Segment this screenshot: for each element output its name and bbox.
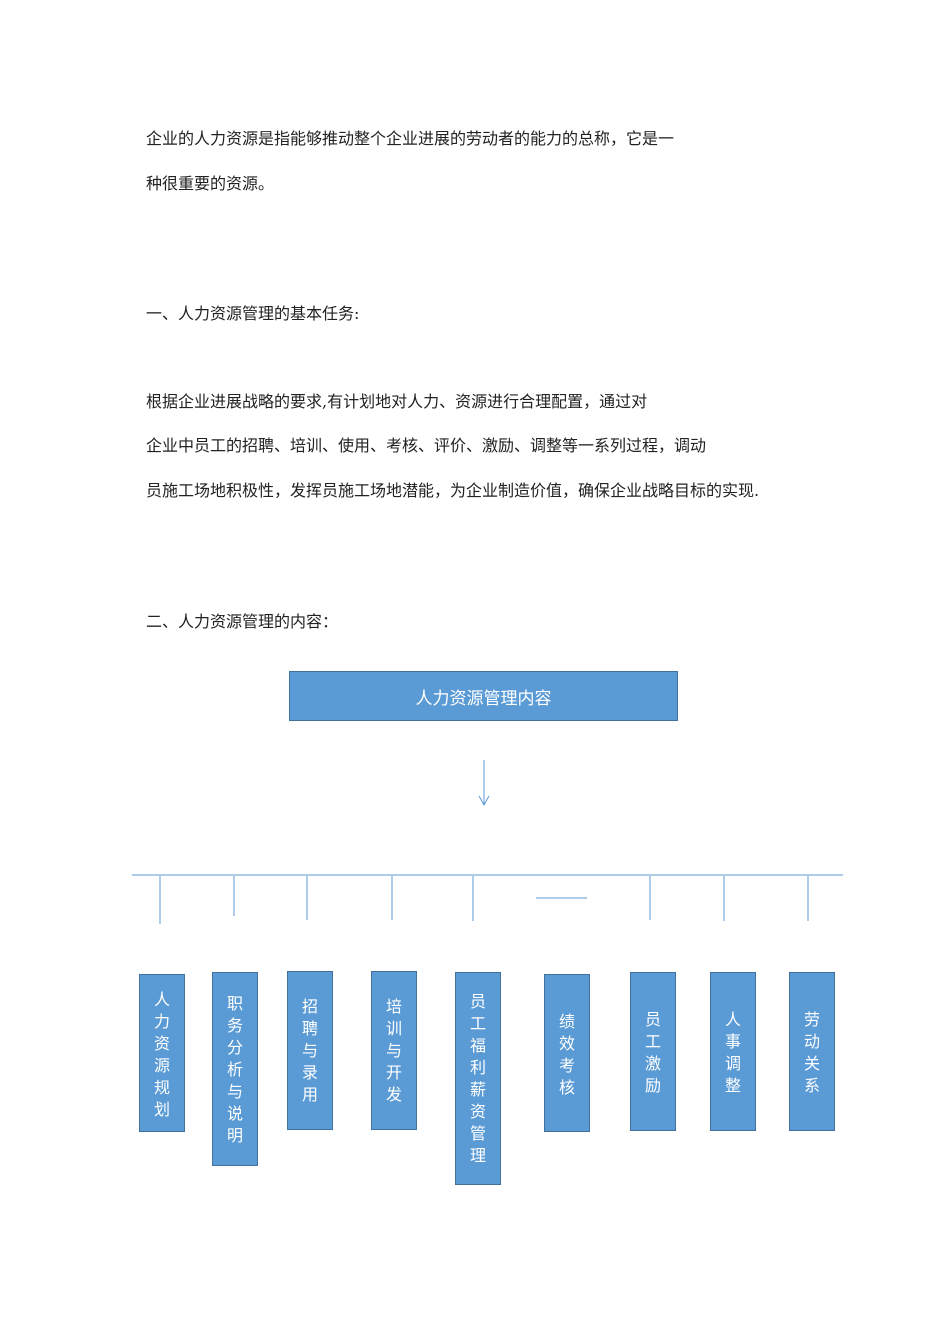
section2-heading: 二、人力资源管理的内容：	[146, 612, 339, 631]
org-chart-node-1: 人力资源规划	[139, 974, 185, 1132]
org-chart-node-7: 员工激励	[630, 972, 676, 1131]
org-chart-node-6: 绩效考核	[544, 974, 590, 1132]
intro-line-1: 企业的人力资源是指能够推动整个企业进展的劳动者的能力的总称，它是一	[146, 129, 675, 148]
section1-para-line-3: 员施工场地积极性，发挥员施工场地潜能，为企业制造价值，确保企业战略目标的实现.	[146, 481, 760, 500]
org-chart-node-2: 职务分析与说明	[212, 972, 258, 1166]
org-chart-node-3: 招聘与录用	[287, 971, 333, 1130]
org-chart-node-4: 培训与开发	[371, 971, 417, 1130]
arrow-head	[478, 795, 490, 807]
section1-para-line-1: 根据企业进展战略的要求,有计划地对人力、资源进行合理配置，通过对	[146, 392, 648, 411]
org-chart-node-8: 人事调整	[710, 972, 756, 1131]
org-chart-node-5: 员工福利薪资管理	[455, 972, 501, 1185]
org-chart-root: 人力资源管理内容	[289, 671, 678, 721]
section1-heading: 一、人力资源管理的基本任务:	[146, 304, 360, 323]
org-chart-node-9: 劳动关系	[789, 972, 835, 1131]
section1-para-line-2: 企业中员工的招聘、培训、使用、考核、评价、激励、调整等一系列过程，调动	[146, 436, 707, 455]
intro-line-2: 种很重要的资源。	[146, 174, 275, 193]
